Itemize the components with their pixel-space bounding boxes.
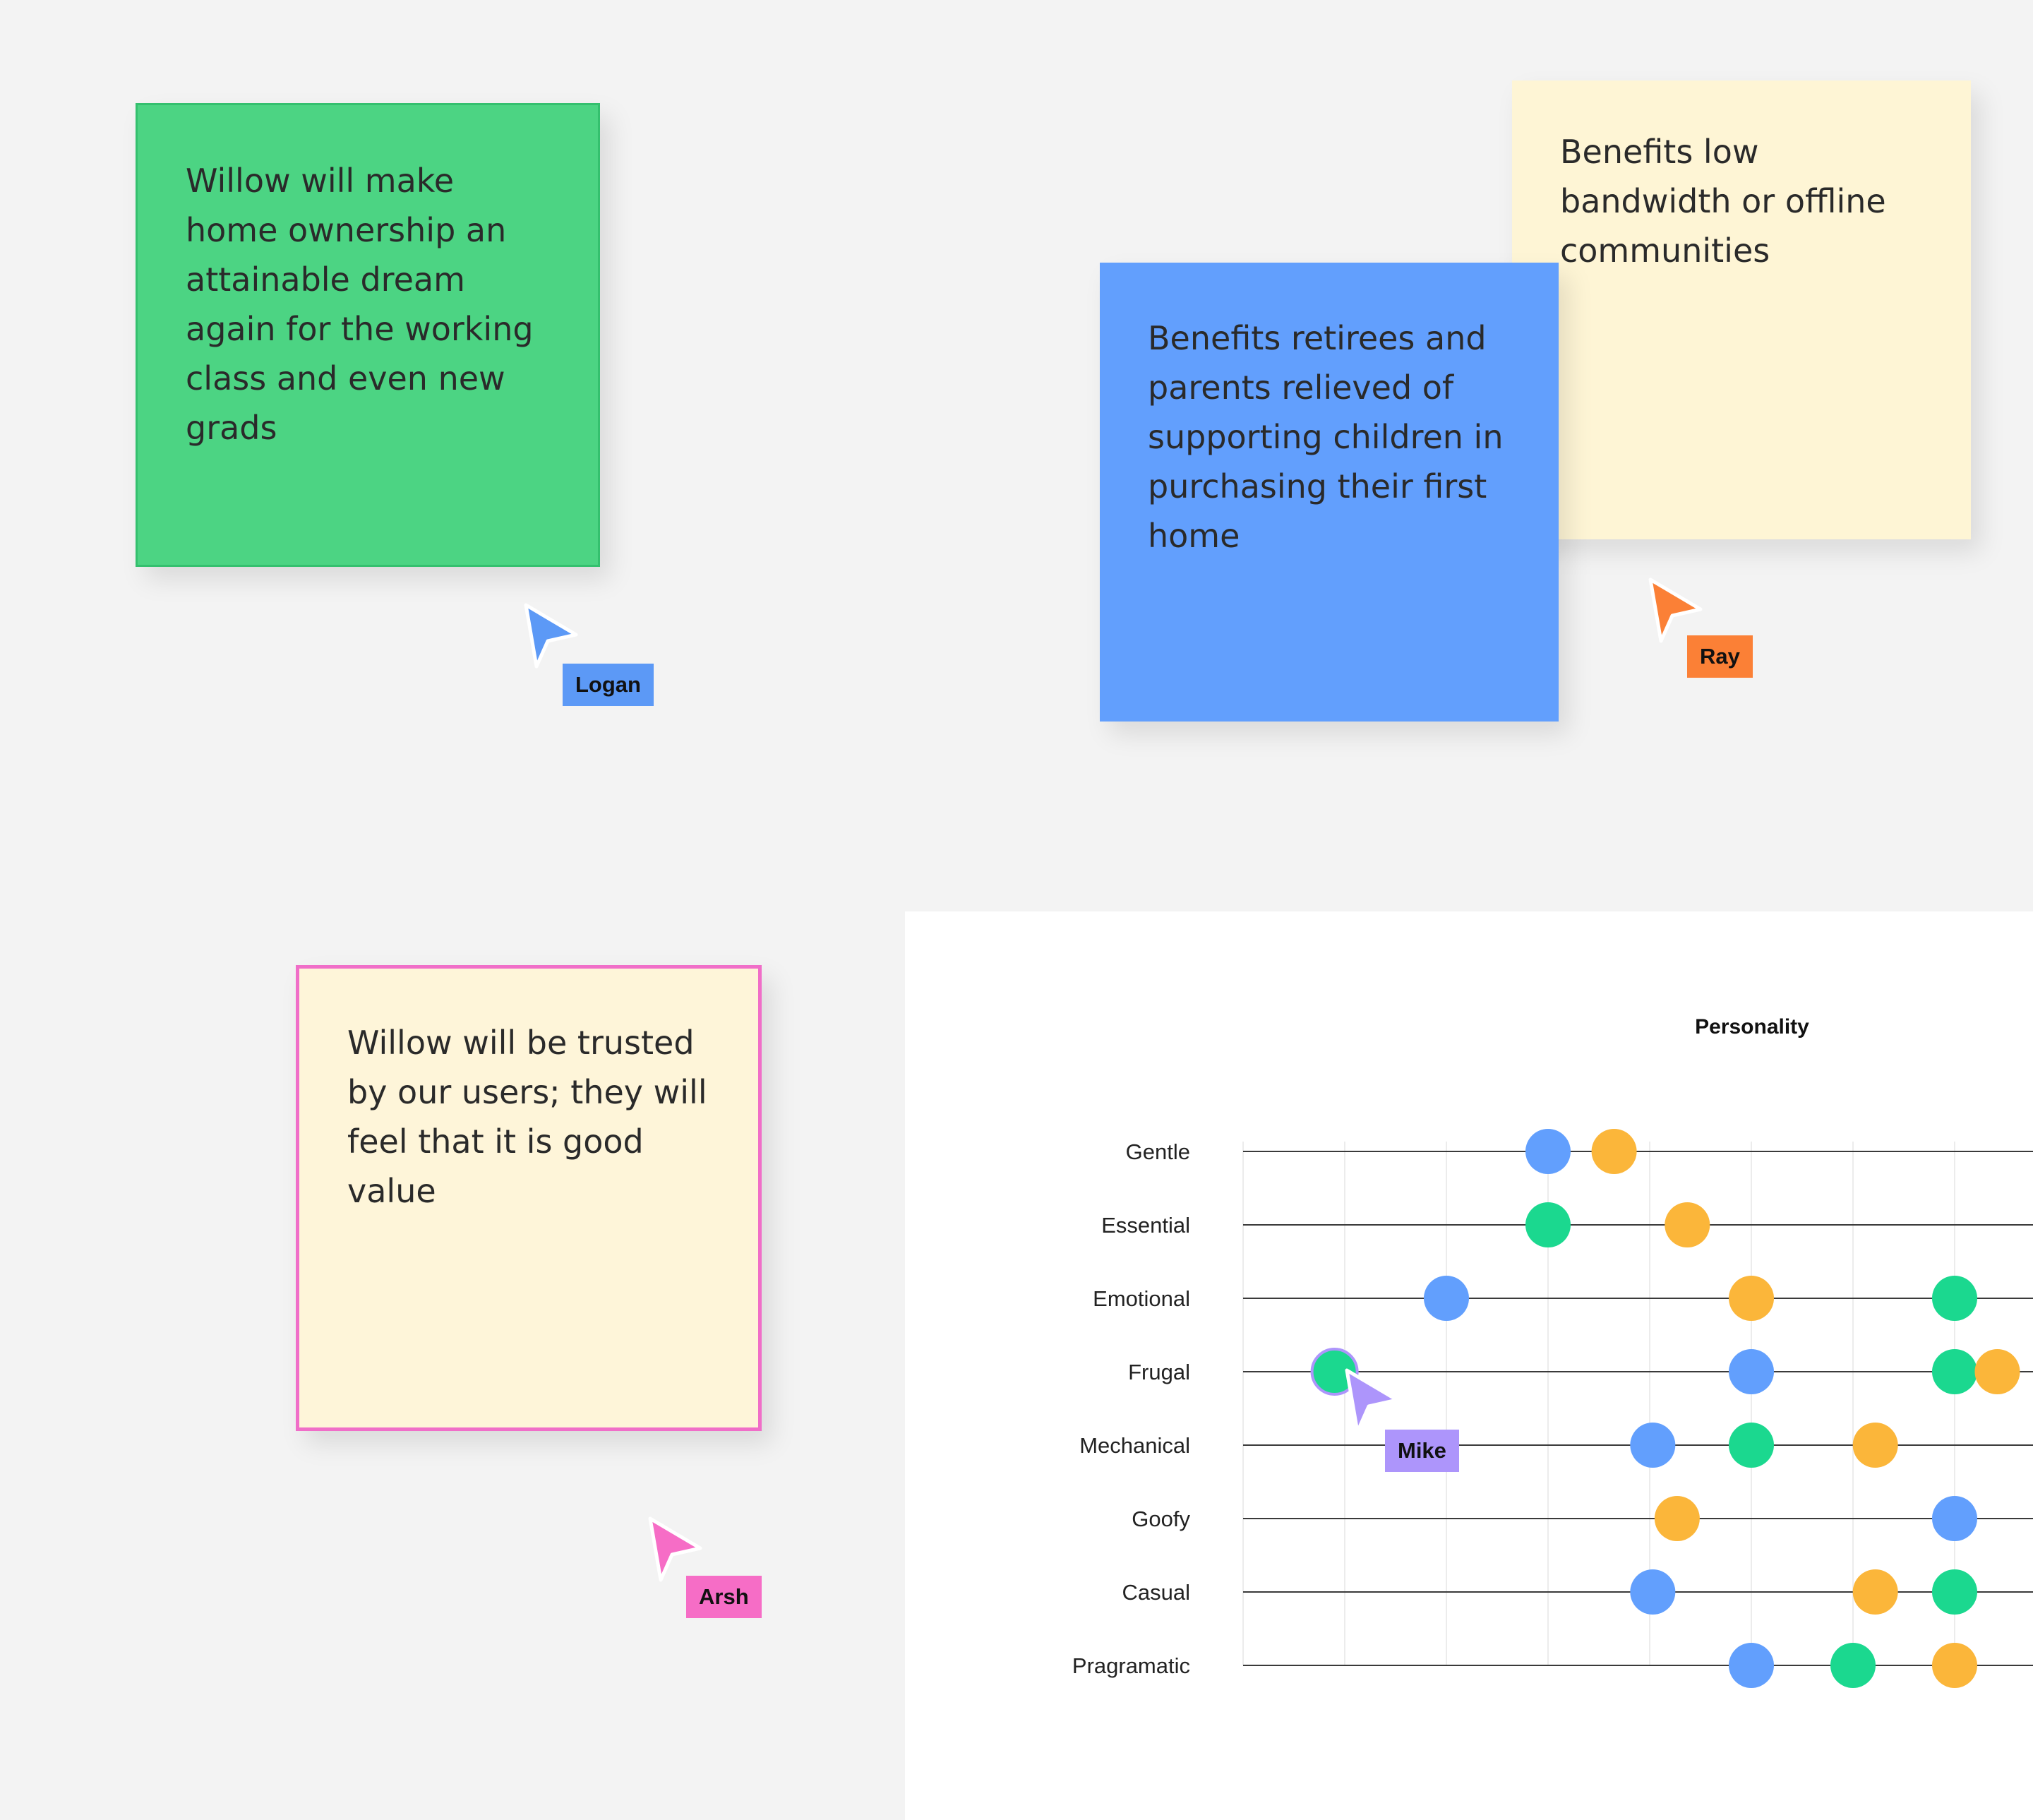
cursor-label-ray: Ray [1687,635,1753,678]
cursor-arrow-icon [1648,577,1703,643]
data-point [1729,1349,1774,1394]
cursor-label-mike: Mike [1385,1430,1459,1472]
data-point [1525,1202,1571,1247]
data-point [1932,1276,1977,1321]
row-label: Casual [1122,1580,1191,1605]
row-label: Emotional [1093,1286,1190,1311]
sticky-note-yellow[interactable]: Benefits low bandwidth or offline commun… [1512,80,1971,539]
sticky-note-text: Willow will be trusted by our users; the… [347,1024,707,1210]
sticky-note-selected[interactable]: Willow will be trusted by our users; the… [296,965,762,1431]
cursor-label-logan: Logan [563,664,654,706]
data-point [1729,1643,1774,1688]
sticky-note-green[interactable]: Willow will make home ownership an attai… [136,103,600,567]
data-point [1630,1569,1676,1615]
data-point [1830,1643,1876,1688]
sticky-note-text: Willow will make home ownership an attai… [186,162,534,447]
data-point [1654,1496,1700,1541]
data-point [1729,1423,1774,1468]
row-label: Goofy [1132,1507,1190,1531]
cursor-arrow-icon [648,1516,702,1582]
data-point [1932,1349,1977,1394]
cursor-arrow-icon [1345,1368,1399,1434]
data-point [1665,1202,1710,1247]
data-point [1310,1348,1359,1396]
row-label: Mechanical [1079,1433,1190,1458]
sticky-note-blue[interactable]: Benefits retirees and parents relieved o… [1100,263,1559,722]
data-point [1932,1643,1977,1688]
chart-title: Personality [1695,1015,1809,1038]
data-point [1424,1276,1469,1321]
row-label: Gentle [1126,1139,1190,1164]
cursor-label-arsh: Arsh [686,1576,762,1618]
data-point [1729,1276,1774,1321]
sticky-note-text: Benefits low bandwidth or offline commun… [1560,133,1886,270]
cursor-arrow-icon [524,603,578,669]
data-point [1974,1349,2020,1394]
row-label: Pragramatic [1072,1653,1190,1678]
data-point [1932,1496,1977,1541]
data-point [1630,1423,1676,1468]
row-label: Frugal [1128,1360,1190,1384]
row-label: Essential [1101,1213,1190,1238]
data-point [1932,1569,1977,1615]
data-point [1525,1129,1571,1174]
data-point [1852,1423,1898,1468]
data-point [1591,1129,1637,1174]
data-point [1852,1569,1898,1615]
sticky-note-text: Benefits retirees and parents relieved o… [1148,319,1504,555]
personality-chart: Personality GentleEssentialEmotionalFrug… [1072,1015,2033,1688]
